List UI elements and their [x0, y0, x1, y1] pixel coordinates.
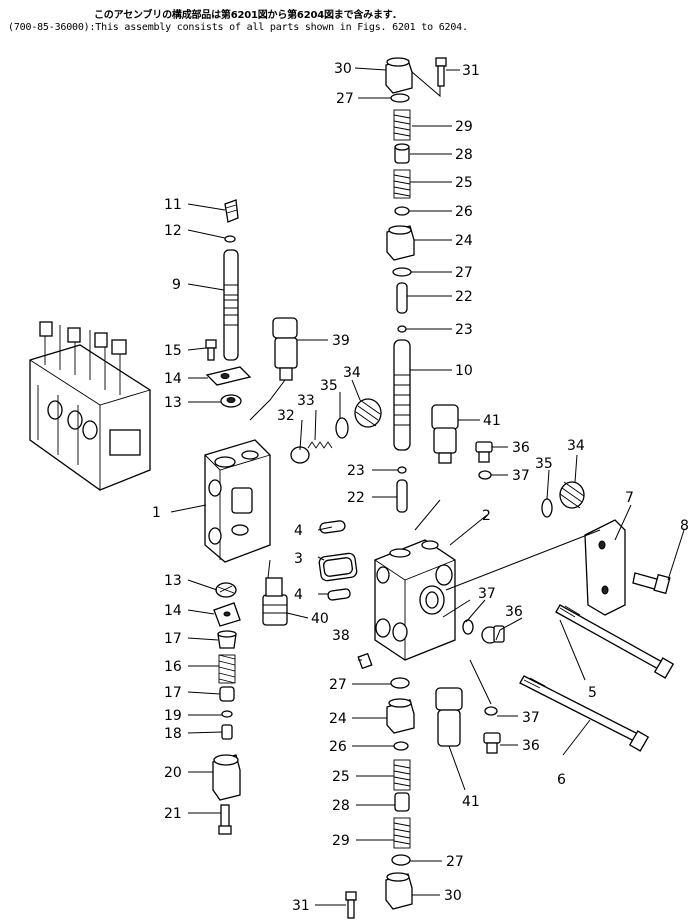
callout-36-top: 36: [512, 440, 530, 456]
callout-41-low: 41: [462, 794, 480, 810]
callout-2: 2: [482, 508, 491, 524]
callout-30-low: 30: [444, 888, 462, 904]
callout-28-top: 28: [455, 147, 473, 163]
callout-7: 7: [625, 490, 634, 506]
callout-18: 18: [164, 726, 182, 742]
callout-35-right: 35: [535, 456, 553, 472]
callout-21: 21: [164, 806, 182, 822]
callout-34-left: 34: [343, 365, 361, 381]
callout-23-top: 23: [455, 322, 473, 338]
callout-23-mid: 23: [347, 463, 365, 479]
callout-28-low: 28: [332, 798, 350, 814]
callout-12: 12: [164, 223, 182, 239]
callout-27-2: 27: [455, 265, 473, 281]
callout-30-top: 30: [334, 61, 352, 77]
callout-37-mid: 37: [478, 586, 496, 602]
callout-33: 33: [297, 393, 315, 409]
callout-11: 11: [164, 197, 182, 213]
callout-27-4: 27: [446, 854, 464, 870]
callout-24-low: 24: [329, 711, 347, 727]
callout-29-low: 29: [332, 833, 350, 849]
callout-38: 38: [332, 628, 350, 644]
callout-29-top: 29: [455, 119, 473, 135]
callout-17-top: 17: [164, 631, 182, 647]
callout-9: 9: [172, 277, 181, 293]
tie-bolts-and-bracket: [462, 519, 675, 752]
callout-16: 16: [164, 659, 182, 675]
callout-19: 19: [164, 708, 182, 724]
callout-22-mid: 22: [347, 490, 365, 506]
callout-27-1: 27: [336, 91, 354, 107]
right-valve-body: [357, 539, 456, 670]
callout-13-top: 13: [164, 395, 182, 411]
callout-labels: 30 31 27 29 28 25 26 24 27 22 23 10 23 2…: [152, 61, 689, 914]
callout-31-top: 31: [462, 63, 480, 79]
callout-25-top: 25: [455, 175, 473, 191]
assembly-note-japanese: このアセンブリの構成部品は第6201図から第6204図まで含みます.: [94, 10, 397, 21]
callout-5: 5: [588, 685, 597, 701]
leader-lines: [170, 67, 685, 906]
callout-14-top: 14: [164, 371, 182, 387]
callout-22-top: 22: [455, 289, 473, 305]
left-valve-column: [204, 199, 358, 835]
callout-3: 3: [294, 551, 303, 567]
callout-4-low: 4: [294, 587, 303, 603]
callout-14-low: 14: [164, 603, 182, 619]
overview-assembly: [29, 321, 151, 491]
callout-35-left: 35: [320, 378, 338, 394]
callout-40: 40: [311, 611, 329, 627]
callout-34-right: 34: [567, 438, 585, 454]
callout-41-top: 41: [483, 413, 501, 429]
callout-6: 6: [557, 772, 566, 788]
callout-17-low: 17: [164, 685, 182, 701]
callout-31-low: 31: [292, 898, 310, 914]
callout-39: 39: [332, 333, 350, 349]
assembly-note-english: (700-85-36000):This assembly consists of…: [8, 22, 468, 33]
callout-13-low: 13: [164, 573, 182, 589]
callout-1: 1: [152, 505, 161, 521]
callout-25-low: 25: [332, 769, 350, 785]
callout-32: 32: [277, 408, 295, 424]
callout-24-top: 24: [455, 233, 473, 249]
callout-36-mid: 36: [505, 604, 523, 620]
callout-15: 15: [164, 343, 182, 359]
callout-26-top: 26: [455, 204, 473, 220]
callout-36-low: 36: [522, 738, 540, 754]
callout-20: 20: [164, 765, 182, 781]
callout-37-low: 37: [522, 710, 540, 726]
callout-26-low: 26: [329, 739, 347, 755]
right-upper-column: [385, 57, 585, 518]
right-lower-column: [345, 677, 501, 919]
callout-27-3: 27: [329, 677, 347, 693]
callout-37-top: 37: [512, 468, 530, 484]
callout-10: 10: [455, 363, 473, 379]
callout-8: 8: [680, 518, 689, 534]
callout-4-top: 4: [294, 523, 303, 539]
